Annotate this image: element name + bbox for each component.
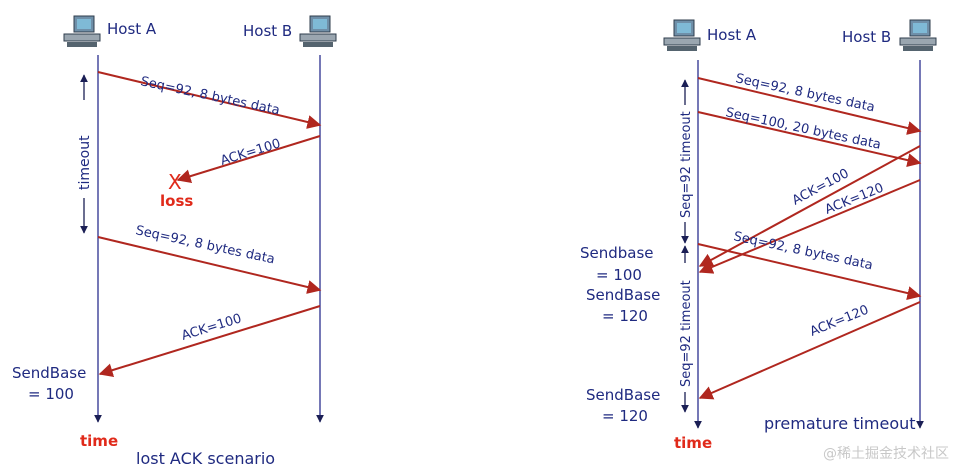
computer-icon: [299, 15, 337, 48]
computer-icon: [663, 19, 701, 52]
right-timeout1-label: Seq=92 timeout: [679, 111, 694, 218]
left-ack1-arrow: [176, 135, 321, 183]
right-sendbase1-label: Sendbase: [580, 244, 654, 262]
right-msg3-arrow: [697, 243, 922, 300]
left-time-label: time: [80, 432, 118, 450]
left-host-a-label: Host A: [107, 20, 157, 38]
left-sendbase-label: SendBase: [12, 364, 86, 382]
right-sendbase2-value: = 120: [602, 307, 648, 325]
right-time-label: time: [674, 434, 712, 452]
right-msg2-label: Seq=100, 20 bytes data: [724, 105, 882, 153]
left-host-b-label: Host B: [243, 22, 292, 40]
left-msg2-arrow: [97, 236, 322, 294]
right-msg1-arrow: [697, 77, 922, 135]
left-sendbase-value: = 100: [28, 385, 74, 403]
left-ack1-label: ACK=100: [219, 136, 283, 168]
right-sendbase2-label: SendBase: [586, 286, 660, 304]
left-timeout-label: timeout: [77, 135, 93, 190]
left-scenario: Host A Host B timeout Seq=92, 8 bytes da…: [12, 15, 337, 468]
watermark: @稀土掘金技术社区: [823, 446, 949, 462]
right-sendbase3-value: = 120: [602, 407, 648, 425]
right-msg2-arrow: [697, 111, 922, 168]
right-sendbase1-value: = 100: [596, 266, 642, 284]
left-msg1-arrow: [97, 71, 322, 129]
left-caption: lost ACK scenario: [136, 449, 275, 468]
computer-icon: [63, 15, 101, 48]
loss-label: loss: [160, 192, 193, 210]
right-caption: premature timeout: [764, 414, 916, 433]
left-msg2-label: Seq=92, 8 bytes data: [134, 223, 276, 267]
right-ack3-label: ACK=120: [808, 303, 871, 340]
right-scenario: Host A Host B Seq=92 timeout Seq=92 time…: [580, 19, 937, 452]
right-sendbase3-label: SendBase: [586, 386, 660, 404]
right-timeout2-label: Seq=92 timeout: [679, 280, 694, 387]
right-host-b-label: Host B: [842, 28, 891, 46]
right-msg3-label: Seq=92, 8 bytes data: [732, 229, 874, 273]
computer-icon: [899, 19, 937, 52]
right-ack3-arrow: [698, 301, 921, 400]
left-ack2-arrow: [98, 305, 321, 377]
loss-x-mark: X: [168, 170, 182, 194]
right-msg1-label: Seq=92, 8 bytes data: [734, 71, 876, 115]
right-ack2-arrow: [698, 179, 921, 274]
left-msg1-label: Seq=92, 8 bytes data: [139, 74, 281, 118]
right-ack1-arrow: [698, 145, 921, 267]
right-host-a-label: Host A: [707, 26, 757, 44]
